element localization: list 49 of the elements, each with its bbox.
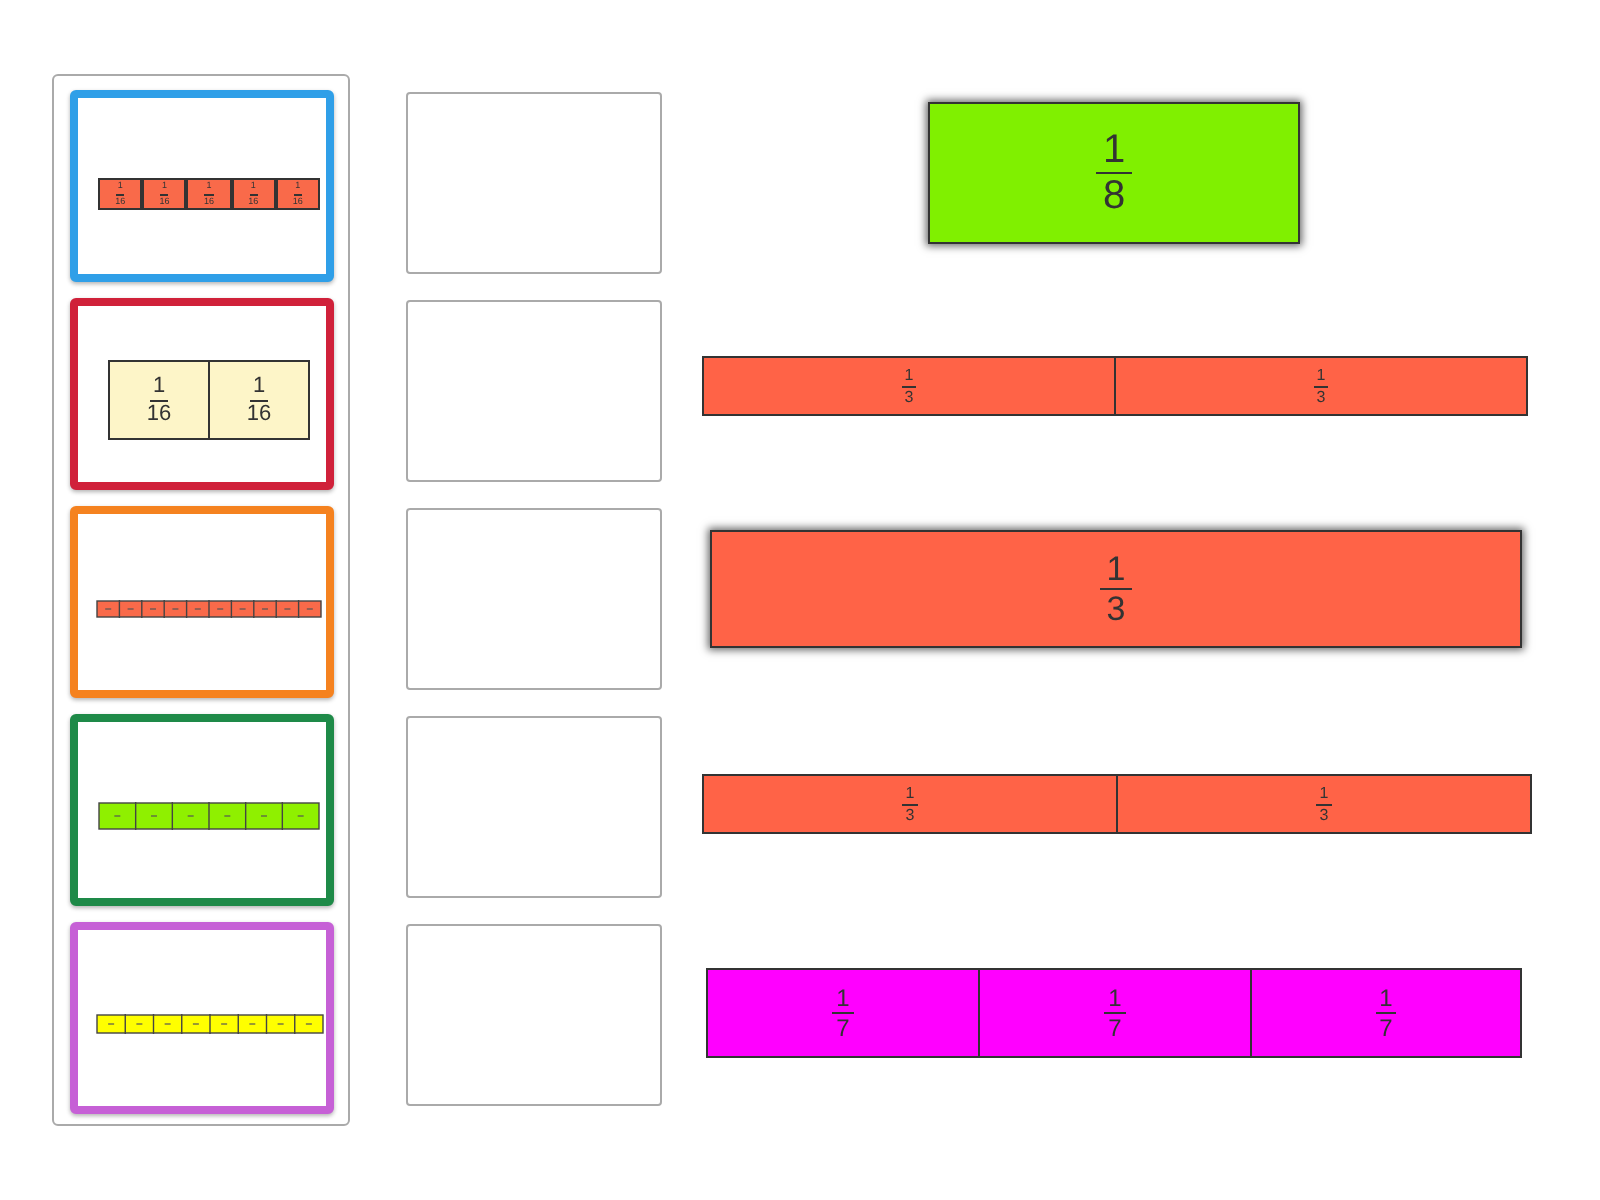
- numerator: 1: [252, 375, 266, 397]
- denominator: 3: [905, 807, 915, 823]
- numerator: 1: [836, 986, 850, 1010]
- fraction-tile: [142, 178, 187, 210]
- fraction-tile: [978, 968, 1252, 1058]
- numerator: 1: [152, 375, 166, 397]
- card-panel: [52, 74, 350, 1126]
- denominator: 3: [904, 389, 914, 405]
- numerator: 1: [1106, 552, 1126, 586]
- numerator: 1: [1102, 130, 1126, 170]
- card: [70, 90, 334, 282]
- fraction-tile: [231, 178, 276, 210]
- fraction-tile: [108, 360, 210, 440]
- fraction-tile: [710, 530, 1522, 648]
- card: [70, 714, 334, 906]
- fraction-tile: [706, 968, 980, 1058]
- denominator: 3: [1316, 389, 1326, 405]
- fraction-tile: [186, 178, 232, 210]
- denominator: 3: [1319, 807, 1329, 823]
- card: [70, 506, 334, 698]
- numerator: 1: [905, 785, 915, 801]
- denominator: 7: [836, 1016, 850, 1040]
- fraction-tile: [928, 102, 1300, 244]
- denominator: 7: [1108, 1016, 1122, 1040]
- fraction-tile: [702, 356, 1116, 416]
- numerator: 1: [1316, 367, 1326, 383]
- denominator: 16: [146, 403, 172, 425]
- denominator: 3: [1106, 592, 1126, 626]
- card: [70, 298, 334, 490]
- answer-box: [406, 716, 662, 898]
- fraction-tile: [208, 360, 310, 440]
- fraction-tile: [98, 178, 143, 210]
- fraction-tile: [1116, 774, 1532, 834]
- numerator: 1: [1108, 986, 1122, 1010]
- answer-box: [406, 924, 662, 1106]
- fraction-tile: [1250, 968, 1522, 1058]
- numerator: 1: [1379, 986, 1393, 1010]
- numerator: 1: [904, 367, 914, 383]
- answer-box: [406, 300, 662, 482]
- fraction-tile: [702, 774, 1118, 834]
- answer-box: [406, 92, 662, 274]
- fraction-tile: [275, 178, 320, 210]
- fraction-tile: [1114, 356, 1528, 416]
- denominator: 7: [1379, 1016, 1393, 1040]
- numerator: 1: [1319, 785, 1329, 801]
- denominator: 8: [1102, 176, 1126, 216]
- answer-box: [406, 508, 662, 690]
- card: [70, 922, 334, 1114]
- denominator: 16: [246, 403, 272, 425]
